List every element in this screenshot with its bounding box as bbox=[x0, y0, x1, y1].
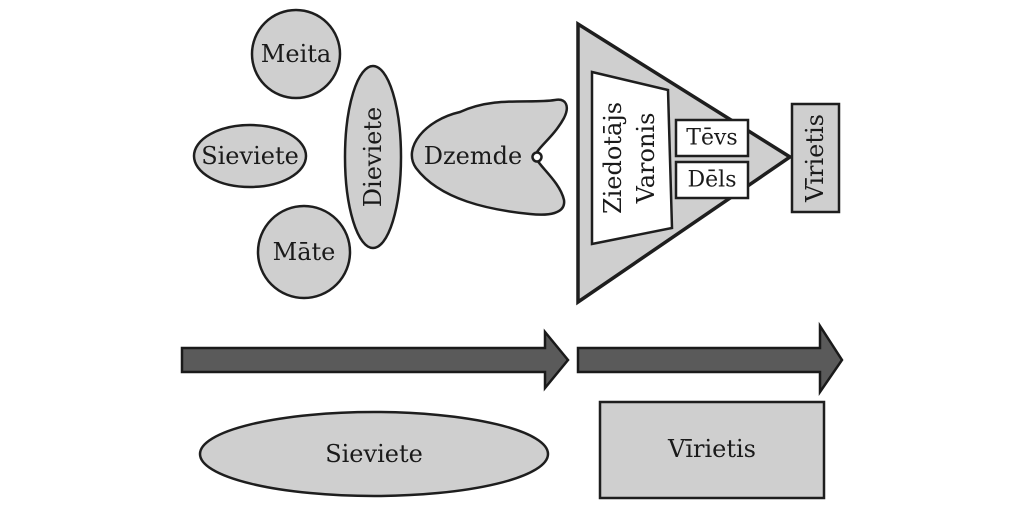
dzemde-label: Dzemde bbox=[424, 142, 522, 170]
tevs-box bbox=[674, 118, 750, 158]
left-arrow-shape bbox=[180, 328, 570, 392]
mate-node: Māte bbox=[256, 204, 352, 300]
dieviete-label: Dieviete bbox=[359, 107, 387, 207]
sieviete-bottom-label: Sieviete bbox=[325, 440, 423, 468]
hero-triangle: Ziedotājs Varonis Tēvs Dēls bbox=[576, 20, 794, 306]
dzemde-node: Dzemde bbox=[410, 98, 568, 216]
right-arrow-shape bbox=[576, 321, 844, 397]
dels-label: Dēls bbox=[688, 168, 737, 193]
virietis-small-label: Vīrietis bbox=[801, 114, 829, 203]
sieviete-bottom-node: Sieviete bbox=[198, 410, 550, 498]
ziedotajs-varonis-box bbox=[590, 70, 674, 246]
ziedotajs-label: Ziedotājs bbox=[599, 102, 627, 214]
mate-label: Māte bbox=[273, 238, 336, 266]
tevs-label: Tēvs bbox=[686, 126, 737, 151]
sieviete-small-node: Sieviete bbox=[192, 123, 308, 189]
meita-label: Meita bbox=[261, 40, 331, 68]
varonis-label: Varonis bbox=[632, 113, 660, 205]
virietis-bottom-label: Vīrietis bbox=[667, 435, 756, 463]
dzemde-dot bbox=[531, 151, 543, 163]
virietis-bottom-node: Vīrietis bbox=[598, 400, 826, 500]
dels-box bbox=[674, 160, 750, 200]
virietis-small-node: Vīrietis bbox=[790, 102, 841, 214]
sieviete-small-label: Sieviete bbox=[201, 142, 299, 170]
meita-node: Meita bbox=[250, 8, 342, 100]
dieviete-node: Dieviete bbox=[343, 64, 403, 250]
